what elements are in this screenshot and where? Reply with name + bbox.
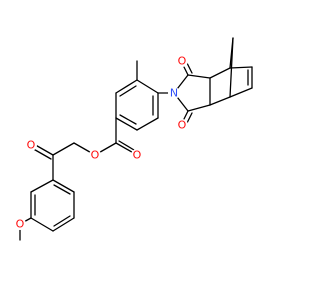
bond: [119, 85, 137, 97]
bond: [209, 67, 231, 79]
bond: [187, 74, 211, 79]
atom-label: O: [16, 218, 25, 231]
bond: [229, 66, 253, 69]
bond: [229, 87, 253, 98]
atom-o-ester-single: O: [89, 149, 101, 162]
atom-label: O: [91, 149, 100, 162]
atom-o-methoxy: O: [14, 218, 26, 231]
bond: [115, 79, 138, 94]
bond: [52, 142, 75, 156]
bond: [115, 117, 138, 131]
bond: [53, 184, 71, 195]
bond: [53, 215, 71, 227]
atom-o-ester-carbonyl: O: [131, 149, 143, 162]
atom-n-imide: N: [168, 87, 180, 100]
bond: [209, 96, 231, 106]
atom-label: O: [178, 55, 187, 68]
atom-label: N: [170, 87, 178, 100]
atom-o-imide-top: O: [176, 55, 188, 68]
bond: [30, 217, 54, 232]
bond: [118, 140, 135, 151]
bond: [119, 114, 137, 125]
bond: [52, 217, 75, 232]
atom-o-imide-bottom: O: [176, 119, 188, 132]
atom-label: O: [27, 139, 36, 152]
atom-label: O: [133, 149, 142, 162]
atom-o-ketone: O: [25, 139, 37, 152]
atom-label: O: [178, 119, 187, 132]
bond: [136, 79, 159, 94]
atom-labels: O O O O O O N: [14, 55, 188, 231]
molecule-structure: O O O O O O N: [14, 37, 253, 241]
bond: [187, 104, 211, 112]
bond-lines: [19, 37, 253, 241]
bond: [52, 179, 75, 193]
bond: [136, 117, 159, 131]
molecule-canvas: O O O O O O N: [14, 37, 253, 241]
bond: [30, 179, 54, 193]
bond: [229, 37, 234, 98]
